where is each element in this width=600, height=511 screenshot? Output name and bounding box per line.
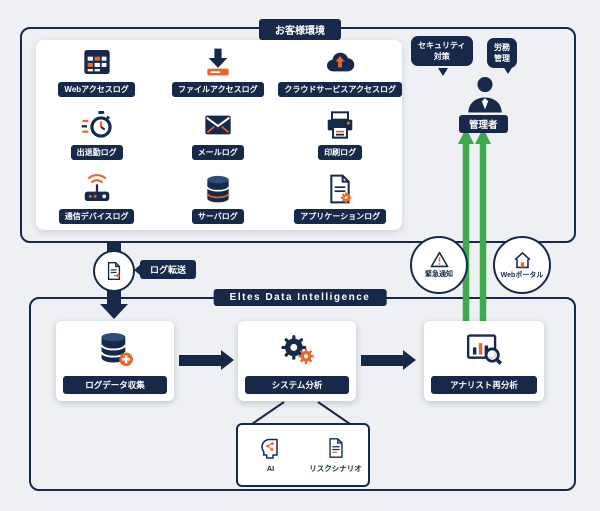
alert-icon [430, 251, 449, 268]
log-transfer-label: ログ転送 [140, 260, 197, 279]
eltes-data-intelligence-title: Eltes Data Intelligence [213, 289, 387, 306]
flow-arrow [361, 355, 403, 366]
bubble-tail [438, 68, 448, 76]
customer-environment-title: お客様環境 [259, 19, 341, 40]
home-icon [513, 251, 532, 269]
step-label: ログデータ収集 [63, 376, 167, 394]
analysis-subitems-box: AI リスクシナリオ [236, 423, 370, 487]
log-label: 通信デバイスログ [58, 208, 135, 224]
web-portal-channel: Webポータル [493, 236, 551, 294]
web-access-log-icon [81, 46, 113, 78]
subitem-label: AI [266, 464, 275, 473]
step-label: アナリスト再分析 [431, 376, 537, 394]
feedback-up-arrows [458, 128, 491, 326]
channel-label: Webポータル [500, 271, 544, 279]
log-item: 印刷ログ [278, 103, 402, 166]
log-item: 通信デバイスログ [36, 167, 157, 230]
step-analyst-reanalysis: アナリスト再分析 [424, 321, 544, 401]
bubble-tail [503, 66, 513, 74]
step-log-data-collection: ログデータ収集 [56, 321, 174, 401]
log-item: メールログ [157, 103, 278, 166]
analysis-subitems-connector [251, 401, 351, 425]
risk-scenario-subitem: リスクシナリオ [303, 425, 368, 485]
emergency-notification-channel: 緊急通知 [410, 236, 468, 294]
ai-subitem: AI [238, 425, 303, 485]
log-item: クラウドサービスアクセスログ [278, 40, 402, 103]
log-types-grid: Webアクセスログ ファイルアクセスログ クラウドサービスアクセスログ [36, 40, 402, 230]
log-item: Webアクセスログ [36, 40, 157, 103]
application-log-icon [324, 173, 356, 205]
log-label: Webアクセスログ [58, 82, 135, 98]
mail-log-icon [202, 109, 234, 141]
step-system-analysis: システム分析 [238, 321, 356, 401]
log-transfer-arrowhead [100, 304, 128, 319]
device-log-icon [80, 173, 114, 205]
log-label: サーバログ [191, 208, 244, 224]
log-item: サーバログ [157, 167, 278, 230]
log-transfer-icon [104, 261, 124, 281]
risk-scenario-icon [325, 436, 347, 460]
flow-arrowhead [221, 350, 234, 370]
log-transfer-badge [93, 250, 135, 292]
administrator-label: 管理者 [459, 115, 508, 133]
log-label: 出退勤ログ [70, 145, 123, 161]
log-label: アプリケーションログ [294, 208, 387, 224]
channel-label: 緊急通知 [425, 271, 453, 278]
security-measures-bubble: セキュリティ 対策 [411, 36, 473, 67]
attendance-log-icon [81, 109, 113, 141]
server-log-icon [202, 173, 234, 205]
administrator-icon [464, 74, 506, 116]
log-label: クラウドサービスアクセスログ [278, 82, 402, 98]
cloud-service-access-log-icon [323, 46, 357, 78]
chart-search-icon [424, 321, 544, 376]
subitem-label: リスクシナリオ [309, 464, 362, 473]
file-access-log-icon [202, 46, 234, 78]
print-log-icon [324, 109, 356, 141]
step-label: システム分析 [245, 376, 349, 394]
flow-arrowhead [403, 350, 416, 370]
log-label: 印刷ログ [318, 145, 363, 161]
log-item: アプリケーションログ [278, 167, 402, 230]
log-item: 出退勤ログ [36, 103, 157, 166]
labor-management-bubble: 労務 管理 [487, 38, 517, 69]
log-label: メールログ [191, 145, 244, 161]
log-label: ファイルアクセスログ [171, 82, 264, 98]
database-plus-icon [56, 321, 174, 376]
ai-brain-icon [259, 437, 283, 461]
flow-arrow [179, 355, 221, 366]
gears-icon [238, 321, 356, 376]
log-item: ファイルアクセスログ [157, 40, 278, 103]
